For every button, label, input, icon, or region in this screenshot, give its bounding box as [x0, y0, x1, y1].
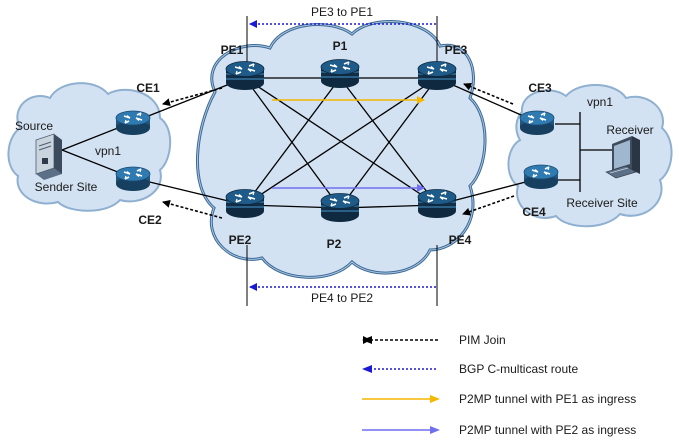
- label-receiver: Receiver: [606, 123, 653, 137]
- legend-label: BGP C-multicast route: [459, 362, 578, 376]
- label-receiver-vpn: vpn1: [587, 95, 613, 109]
- route-label-top: PE3 to PE1: [311, 5, 373, 19]
- label-sender-vpn: vpn1: [95, 144, 121, 158]
- server-icon: [35, 133, 62, 180]
- legend-label: PIM Join: [459, 333, 506, 347]
- legend-label: P2MP tunnel with PE2 as ingress: [459, 423, 636, 437]
- legend-item-bgp: BGP C-multicast route: [362, 362, 578, 376]
- route-label-bottom: PE4 to PE2: [311, 291, 373, 305]
- label-pe4: PE4: [449, 233, 472, 247]
- label-sender-site: Sender Site: [35, 180, 98, 194]
- router-p1-icon: [320, 58, 360, 89]
- router-pe4-icon: [417, 188, 457, 219]
- router-ce1-icon: [115, 110, 151, 136]
- label-ce2: CE2: [138, 213, 162, 227]
- legend-item-pim-join: PIM Join: [362, 333, 506, 347]
- legend-item-p2mp-pe2: P2MP tunnel with PE2 as ingress: [362, 423, 636, 437]
- provider-cloud: [196, 20, 487, 279]
- router-pe3-icon: [417, 60, 457, 91]
- bgp-route-bottom: PE4 to PE2: [246, 245, 438, 306]
- router-ce3-icon: [519, 110, 555, 136]
- label-ce1: CE1: [136, 81, 160, 95]
- label-pe2: PE2: [229, 233, 252, 247]
- legend-item-p2mp-pe1: P2MP tunnel with PE1 as ingress: [362, 392, 636, 406]
- label-ce4: CE4: [522, 205, 546, 219]
- label-p2: P2: [327, 237, 342, 251]
- router-ce2-icon: [115, 166, 151, 192]
- label-p1: P1: [333, 39, 348, 53]
- label-ce3: CE3: [528, 81, 552, 95]
- pc-icon: [605, 136, 640, 179]
- label-pe1: PE1: [221, 43, 244, 57]
- router-pe2-icon: [225, 188, 265, 219]
- legend-label: P2MP tunnel with PE1 as ingress: [459, 392, 636, 406]
- router-p2-icon: [320, 192, 360, 223]
- router-ce4-icon: [523, 164, 559, 190]
- label-receiver-site: Receiver Site: [566, 196, 638, 210]
- router-pe1-icon: [225, 60, 265, 91]
- bgp-route-top: PE3 to PE1: [246, 5, 438, 62]
- pim-join-arrows: [162, 82, 515, 219]
- label-pe3: PE3: [445, 43, 468, 57]
- label-source: Source: [15, 119, 53, 133]
- legend: PIM Join BGP C-multicast route P2MP tunn…: [362, 333, 636, 437]
